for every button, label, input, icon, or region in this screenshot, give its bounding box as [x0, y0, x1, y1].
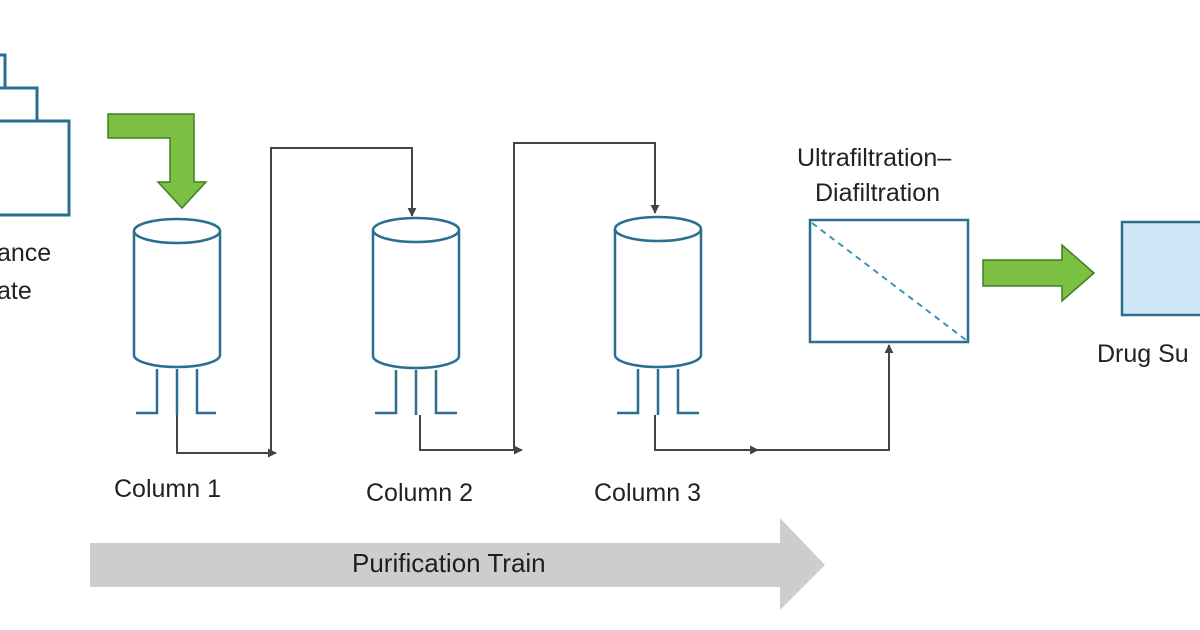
substance-label-line2: ate: [0, 277, 32, 305]
column-2-label: Column 2: [366, 479, 473, 507]
connector-column2-outlet: [419, 415, 523, 455]
purification-train-label: Purification Train: [352, 548, 546, 578]
substance-box-front: [0, 119, 71, 217]
feed-arrow-icon: [107, 113, 208, 210]
connector-column3-outlet: [654, 415, 759, 455]
ufdf-label-line2: Diafiltration: [815, 179, 941, 207]
column-1-label: Column 1: [114, 475, 221, 503]
connector-to-column3: [513, 142, 660, 450]
connector-to-column2: [270, 147, 417, 453]
purification-train-band: [90, 518, 825, 610]
drug-substance-box: [1120, 220, 1200, 317]
drug-substance-label: Drug Su: [1097, 340, 1189, 368]
column-1-vessel: [132, 217, 222, 415]
connector-to-ufdf: [750, 344, 894, 451]
connector-column1-outlet: [176, 415, 277, 458]
column-3-label: Column 3: [594, 479, 701, 507]
substance-box-stack: [0, 53, 71, 217]
product-arrow-icon: [982, 243, 1096, 303]
column-2-vessel: [371, 216, 461, 415]
ufdf-label-line1: Ultrafiltration–: [797, 144, 952, 172]
column-3-vessel: [613, 215, 703, 415]
substance-label-line1: ance: [0, 239, 52, 267]
ufdf-filter-unit: [808, 218, 970, 344]
